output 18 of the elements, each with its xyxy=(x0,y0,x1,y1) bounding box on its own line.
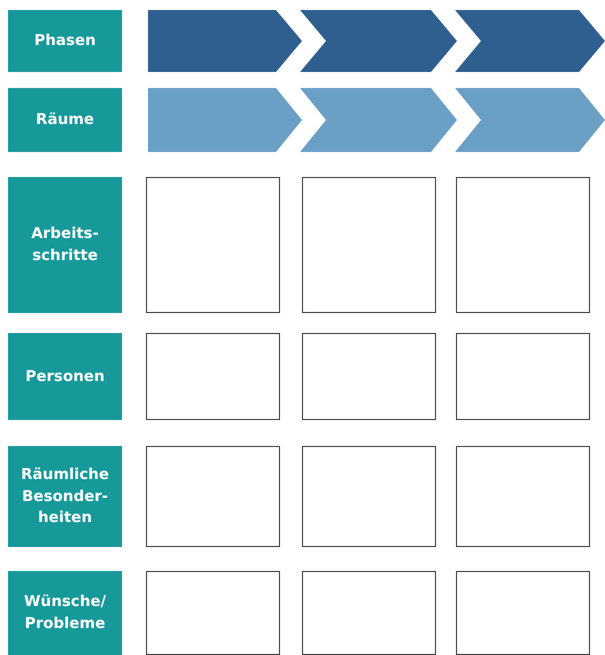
row-header: Arbeits- schritte xyxy=(8,177,122,313)
empty-box xyxy=(456,571,590,655)
row-header: Räume xyxy=(8,88,122,152)
row-header: Personen xyxy=(8,333,122,420)
empty-box xyxy=(146,333,280,420)
row-header: Phasen xyxy=(8,10,122,72)
empty-box xyxy=(456,177,590,313)
row-header: Wünsche/ Probleme xyxy=(8,571,122,655)
row-header: Räumliche Besonder- heiten xyxy=(8,446,122,547)
empty-box xyxy=(456,333,590,420)
empty-box xyxy=(302,333,436,420)
empty-box xyxy=(146,177,280,313)
empty-box xyxy=(302,177,436,313)
empty-box xyxy=(302,571,436,655)
empty-box xyxy=(146,446,280,547)
empty-box xyxy=(456,446,590,547)
empty-box xyxy=(302,446,436,547)
empty-box xyxy=(146,571,280,655)
